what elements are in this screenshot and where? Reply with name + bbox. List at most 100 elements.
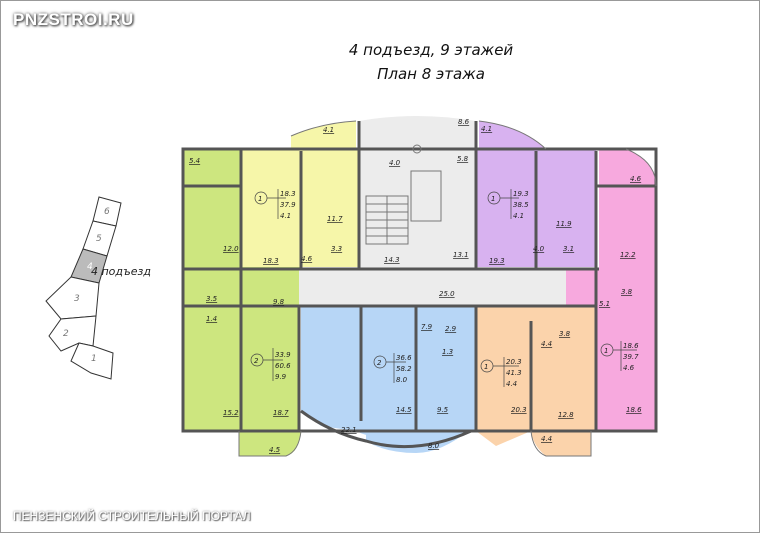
area-label: 12.2 xyxy=(620,251,636,259)
area-label: 3.8 xyxy=(559,330,571,338)
legend-pink: 1 18.6 39.7 4.6 xyxy=(600,341,639,372)
area-label: 4 xyxy=(87,262,93,272)
area-label: 2 xyxy=(63,329,69,339)
area-label: 5.8 xyxy=(457,155,469,163)
plan-shape xyxy=(239,431,301,456)
area-label: 8.0 xyxy=(396,376,408,384)
area-label: 4.0 xyxy=(533,245,545,253)
section-3 xyxy=(45,276,100,320)
area-label: 13.1 xyxy=(453,251,469,259)
area-label: 12.8 xyxy=(558,411,574,419)
plan-shape xyxy=(241,267,301,306)
area-label: 4.1 xyxy=(481,125,492,133)
area-label: 4.0 xyxy=(389,159,401,167)
area-label: 1 xyxy=(491,195,495,203)
plan-shape xyxy=(530,430,592,457)
area-label: 2.9 xyxy=(445,325,457,333)
area-label: 14.3 xyxy=(384,256,400,264)
apartment-fills xyxy=(183,116,656,456)
area-label: 9.8 xyxy=(273,298,285,306)
area-label: 38.5 xyxy=(513,201,529,209)
area-label: 5 xyxy=(96,234,102,244)
plan-shape xyxy=(478,120,547,150)
plan-title: 4 подъезд, 9 этажей xyxy=(348,41,514,59)
plan-shape xyxy=(183,149,241,304)
area-label: 4.4 xyxy=(541,435,552,443)
area-label: 4.5 xyxy=(269,446,281,454)
area-label: 12.0 xyxy=(223,245,239,253)
area-label: 4.1 xyxy=(323,126,334,134)
area-label: 8.0 xyxy=(428,442,440,450)
area-label: 3.3 xyxy=(331,245,342,253)
area-label: 9.5 xyxy=(437,406,449,414)
area-label: 4.4 xyxy=(541,340,552,348)
area-label: 18.3 xyxy=(280,190,296,198)
area-label: 4.4 xyxy=(506,380,517,388)
entrance-label: 4 подъезд xyxy=(91,265,151,278)
plan-shape xyxy=(238,430,302,457)
area-label: 9.9 xyxy=(275,373,287,381)
plan-shape xyxy=(301,306,476,441)
plan-shape xyxy=(181,147,658,433)
area-label: 1.4 xyxy=(206,315,217,323)
area-label: 15.2 xyxy=(223,409,239,417)
plan-shape xyxy=(410,170,442,222)
area-label: 4.1 xyxy=(513,212,524,220)
plan-subtitle: План 8 этажа xyxy=(377,65,485,83)
area-label: 41.3 xyxy=(506,369,522,377)
area-label: 4.1 xyxy=(280,212,291,220)
area-label: 3.8 xyxy=(621,288,633,296)
area-label: 3 xyxy=(74,294,80,304)
legend-yellow: 1 18.3 37.9 4.1 xyxy=(254,189,296,220)
area-label: 6 xyxy=(104,207,110,217)
area-label: 25.0 xyxy=(439,290,455,298)
area-label: 37.9 xyxy=(280,201,296,209)
legend-lime: 233.960.69.9 xyxy=(250,348,291,381)
footer-watermark: ПЕНЗЕНСКИЙ СТРОИТЕЛЬНЫЙ ПОРТАЛ xyxy=(13,509,251,523)
area-label: 22.1 xyxy=(341,426,357,434)
plan-shape xyxy=(531,431,591,456)
area-label: 14.5 xyxy=(396,406,412,414)
area-label: 11.9 xyxy=(556,220,572,228)
area-label: 18.6 xyxy=(623,342,639,350)
area-label: 3.5 xyxy=(206,295,218,303)
plan-shape xyxy=(359,116,476,296)
area-label: 2 xyxy=(377,359,382,367)
area-label: 19.3 xyxy=(513,190,529,198)
area-label: 39.7 xyxy=(623,353,639,361)
area-label: 36.6 xyxy=(396,354,412,362)
section-1 xyxy=(70,342,114,380)
staircase xyxy=(365,144,442,245)
area-label: 33.9 xyxy=(275,351,291,359)
room-area-labels: 5.4 12.0 3.5 1.4 9.8 4.1 18.3 11.7 4.6 3… xyxy=(189,118,642,454)
legend-blue: 236.658.28.0 xyxy=(373,353,412,384)
plan-shape xyxy=(625,148,657,187)
plan-shape xyxy=(412,144,422,154)
area-label: 2 xyxy=(254,357,259,365)
area-label: 1 xyxy=(258,195,262,203)
area-label: 8.6 xyxy=(458,118,470,126)
area-label: 5.4 xyxy=(189,157,200,165)
area-label: 18.7 xyxy=(273,409,289,417)
area-label: 1 xyxy=(484,363,488,371)
area-label: 19.3 xyxy=(489,257,505,265)
area-label: 1 xyxy=(604,347,608,355)
area-label: 1 xyxy=(91,354,97,364)
plan-shape xyxy=(299,269,599,306)
area-label: 4.6 xyxy=(301,255,313,263)
legend-peach: 120.341.34.4 xyxy=(480,357,522,388)
area-label: 18.6 xyxy=(626,406,642,414)
walls xyxy=(181,120,658,457)
area-label: 5.1 xyxy=(599,300,610,308)
area-label: 4.6 xyxy=(623,364,635,372)
area-label: 11.7 xyxy=(327,215,343,223)
area-label: 7.9 xyxy=(421,323,433,331)
plan-shape xyxy=(290,120,357,137)
area-label: 4.6 xyxy=(630,175,642,183)
plan-shape xyxy=(366,429,471,453)
plan-shape xyxy=(566,149,656,431)
plan-shape xyxy=(291,121,356,149)
apartment-legends: 118.337.94.1 233.960.69.9 119.338.54.1 2… xyxy=(250,189,639,388)
